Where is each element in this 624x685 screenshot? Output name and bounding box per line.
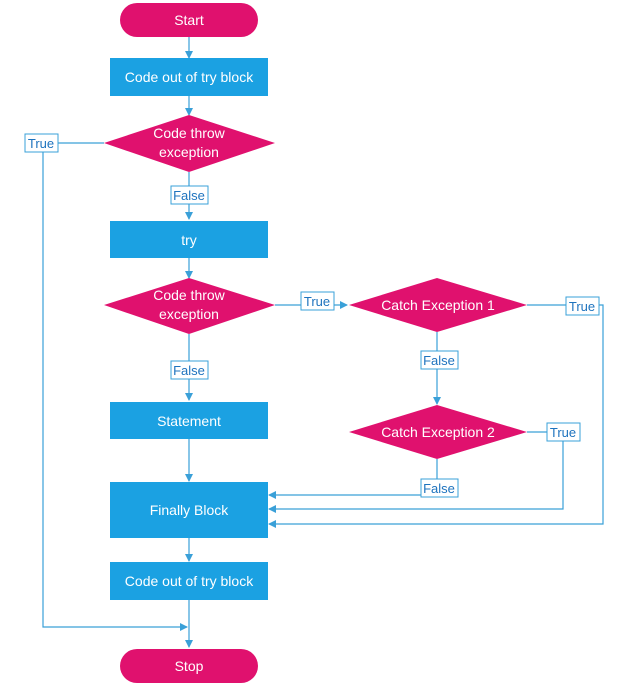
decision-node-1: Code throw exception [104, 115, 275, 172]
edge-labels: True False True False True False True F [24, 133, 600, 498]
decision-node-2: Code throw exception [104, 278, 275, 334]
edge-label-c1-true: True [565, 296, 600, 316]
finally-shape [110, 482, 268, 538]
finally-node: Finally Block [110, 482, 268, 538]
decision-2-label-line-2: exception [159, 306, 219, 322]
code-out-node-1: Code out of try block [110, 58, 268, 96]
edge-decision-1-true [42, 142, 188, 631]
code-out-2-label: Code out of try block [125, 573, 254, 589]
start-node: Start [120, 3, 258, 37]
edge-catch-1-true [268, 304, 604, 528]
finally-label: Finally Block [150, 502, 230, 518]
try-shape [110, 221, 268, 258]
edge-label-c1-true-text: True [569, 299, 595, 314]
edge-label-d1-true: True [24, 133, 59, 153]
edge-label-c1-false-box [420, 350, 459, 370]
edge-label-c2-false-box [420, 478, 459, 498]
decision-2-shape [104, 278, 275, 334]
statement-shape [110, 402, 268, 439]
edge-label-d1-true-text: True [28, 136, 54, 151]
decision-2-label-line-1: Code throw [153, 287, 225, 303]
edge-label-c2-true: True [546, 422, 581, 442]
catch-2-label: Catch Exception 2 [381, 424, 495, 440]
code-out-1-shape [110, 58, 268, 96]
try-label: try [181, 232, 197, 248]
edge-label-d1-true-box [24, 133, 59, 153]
edge-label-c1-false-text: False [423, 353, 455, 368]
stop-label: Stop [175, 658, 204, 674]
edge-label-c2-false-text: False [423, 481, 455, 496]
edge-label-d2-true: True [300, 291, 335, 311]
statement-label: Statement [157, 413, 221, 429]
catch-1-shape [349, 278, 527, 332]
edge-label-d2-true-text: True [304, 294, 330, 309]
edge-label-c1-true-box [565, 296, 600, 316]
edge-label-c2-false: False [420, 478, 459, 498]
decision-1-label-line-2: exception [159, 144, 219, 160]
decision-1-shape [104, 115, 275, 172]
edge-label-d2-false-box [170, 360, 209, 380]
catch-2-shape [349, 405, 527, 459]
edge-label-d1-false-box [170, 185, 209, 205]
edge-catch-2-true [268, 431, 564, 513]
start-terminal-shape [120, 3, 258, 37]
edge-label-d2-false: False [170, 360, 209, 380]
edge-label-d1-false-text: False [173, 188, 205, 203]
stop-node: Stop [120, 649, 258, 683]
edge-catch-2-false [268, 459, 438, 499]
code-out-node-2: Code out of try block [110, 562, 268, 600]
code-out-2-shape [110, 562, 268, 600]
edge-label-c2-true-text: True [550, 425, 576, 440]
start-label: Start [174, 12, 204, 28]
code-out-1-label: Code out of try block [125, 69, 254, 85]
stop-terminal-shape [120, 649, 258, 683]
edge-label-c2-true-box [546, 422, 581, 442]
edge-label-d1-false: False [170, 185, 209, 205]
statement-node: Statement [110, 402, 268, 439]
edge-label-d2-true-box [300, 291, 335, 311]
edge-label-d2-false-text: False [173, 363, 205, 378]
catch-1-node: Catch Exception 1 [349, 278, 527, 332]
edges [42, 37, 604, 648]
try-node: try [110, 221, 268, 258]
catch-2-node: Catch Exception 2 [349, 405, 527, 459]
decision-1-label-line-1: Code throw [153, 125, 225, 141]
edge-label-c1-false: False [420, 350, 459, 370]
catch-1-label: Catch Exception 1 [381, 297, 495, 313]
